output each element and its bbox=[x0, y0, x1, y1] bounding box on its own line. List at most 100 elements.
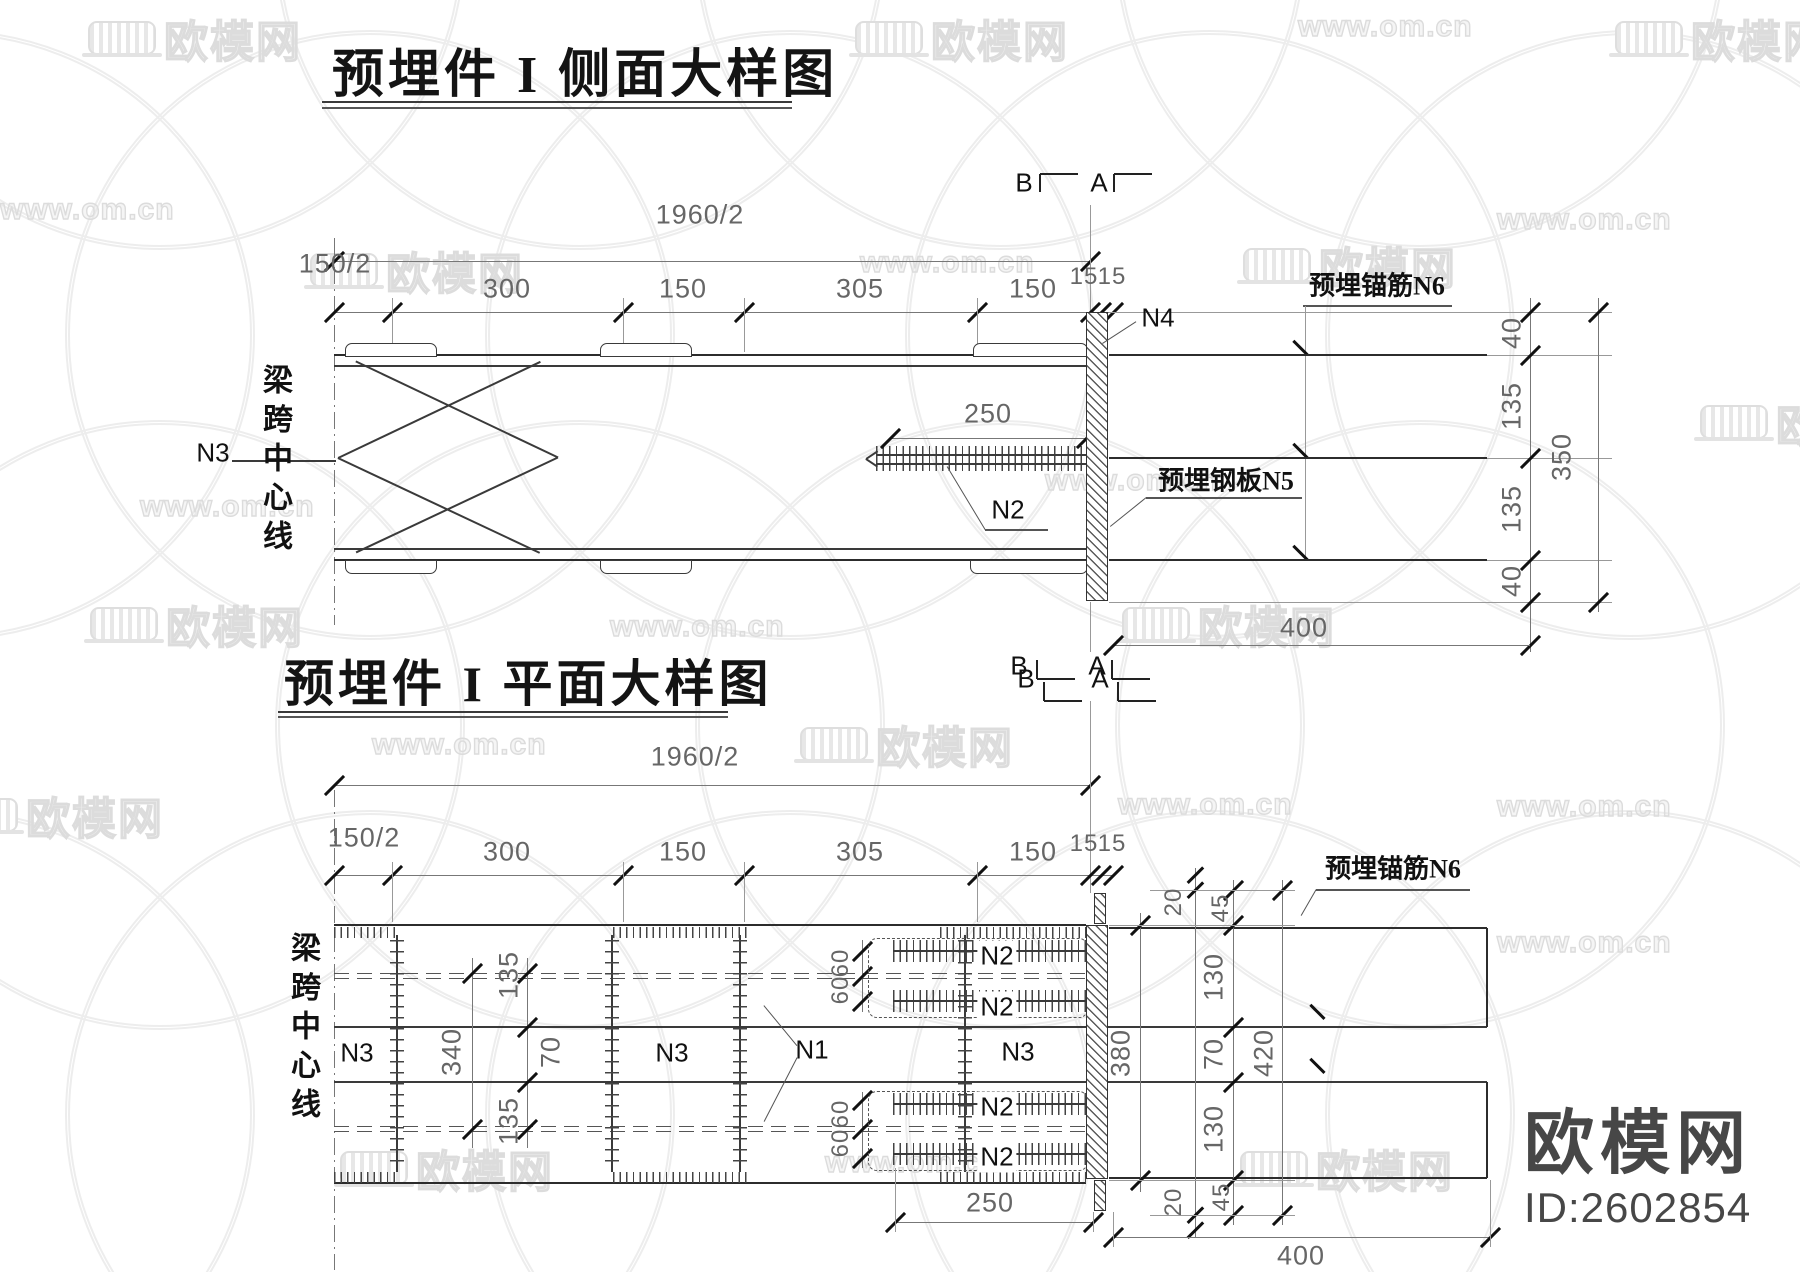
dim-45-bottom: 45 bbox=[1208, 1182, 1235, 1212]
sofa-icon bbox=[1243, 248, 1311, 282]
line bbox=[1112, 678, 1150, 680]
dim-60-a: 60 bbox=[827, 948, 854, 978]
line bbox=[391, 298, 393, 352]
line bbox=[1109, 354, 1487, 356]
section-label-a-top: A bbox=[1090, 167, 1108, 198]
line bbox=[743, 862, 745, 922]
label-n2-3: N2 bbox=[977, 1091, 1017, 1123]
line bbox=[1150, 889, 1295, 891]
dim-tick bbox=[1309, 1058, 1325, 1074]
line bbox=[334, 354, 1086, 356]
line bbox=[1039, 174, 1041, 192]
dim-15-b: 15 bbox=[1097, 263, 1127, 290]
watermark-brand-text: 欧模网 bbox=[165, 603, 304, 653]
line bbox=[743, 298, 745, 352]
dim-20-bottom: 20 bbox=[1160, 1187, 1187, 1217]
line bbox=[334, 1182, 1086, 1184]
line bbox=[1109, 497, 1147, 528]
watermark-brand: 欧模网 bbox=[1615, 6, 1800, 70]
line bbox=[876, 454, 1086, 456]
steel-plate-hatch bbox=[1086, 925, 1108, 1179]
watermark-brand-text: 欧模网 bbox=[930, 17, 1069, 67]
watermark-url: www.om.cn bbox=[0, 192, 175, 227]
line bbox=[278, 716, 728, 718]
watermark-brand-text: 欧模网 bbox=[1318, 244, 1457, 294]
line bbox=[1486, 928, 1488, 1027]
sofa-icon bbox=[1700, 405, 1768, 439]
line bbox=[278, 711, 728, 713]
watermark-brand: 欧模网 bbox=[88, 6, 302, 70]
line bbox=[1139, 913, 1141, 1192]
sofa-icon bbox=[0, 798, 18, 832]
line bbox=[334, 311, 1113, 313]
dim-150-a: 150 bbox=[658, 836, 708, 867]
stiffener-tab bbox=[600, 560, 692, 574]
watermark-url: www.om.cn bbox=[1496, 202, 1672, 237]
section-label-b-top: B bbox=[1015, 167, 1033, 198]
watermark-brand-text: 欧模网 bbox=[385, 249, 524, 299]
dim-15-a: 15 bbox=[1069, 830, 1099, 857]
line bbox=[337, 361, 541, 459]
dashed-line bbox=[334, 1126, 1086, 1128]
dim-150-b: 150 bbox=[1008, 273, 1058, 304]
watermark-url-text: www.om.cn bbox=[859, 245, 1035, 279]
line bbox=[622, 862, 624, 922]
dim-300: 300 bbox=[482, 273, 532, 304]
rebar-ribs bbox=[613, 1172, 751, 1183]
line bbox=[526, 958, 528, 1148]
stiffener-tab bbox=[970, 560, 1088, 574]
watermark-url: www.om.cn bbox=[1496, 925, 1672, 960]
line bbox=[1529, 298, 1531, 652]
dim-305: 305 bbox=[835, 273, 885, 304]
plan-view-title: 预埋件 I 平面大样图 bbox=[284, 656, 773, 712]
dim-250: 250 bbox=[965, 1187, 1015, 1218]
line bbox=[1300, 889, 1317, 917]
dim-60-d: 60 bbox=[827, 1128, 854, 1158]
stiffener-tab bbox=[345, 343, 437, 357]
dim-305: 305 bbox=[835, 836, 885, 867]
line bbox=[355, 457, 559, 554]
line bbox=[334, 365, 1086, 367]
beam-span-centerline-label-side: 梁跨中心线 bbox=[258, 364, 291, 559]
line bbox=[895, 1221, 1093, 1223]
line bbox=[1113, 644, 1530, 646]
line bbox=[1109, 1179, 1295, 1181]
line bbox=[334, 548, 1086, 550]
watermark-brand: 欧模网 bbox=[855, 6, 1069, 70]
line bbox=[1281, 880, 1283, 1225]
line bbox=[1487, 457, 1612, 459]
line bbox=[391, 862, 393, 922]
line bbox=[334, 784, 1090, 786]
watermark-url-text: www.om.cn bbox=[0, 192, 175, 226]
dim-70-left: 70 bbox=[535, 1035, 566, 1069]
label-n6: 预埋锚筋N6 bbox=[1325, 854, 1461, 884]
watermark-brand: 欧模网 bbox=[0, 783, 164, 847]
watermark-url-text: www.om.cn bbox=[1117, 787, 1293, 821]
dim-1960-2: 1960/2 bbox=[650, 741, 740, 772]
line bbox=[1597, 298, 1599, 612]
line bbox=[876, 463, 1086, 465]
dim-150-b: 150 bbox=[1008, 836, 1058, 867]
dim-40-top: 40 bbox=[1496, 316, 1527, 350]
line bbox=[471, 958, 473, 1148]
line bbox=[1316, 889, 1470, 891]
line bbox=[334, 1026, 1487, 1028]
line bbox=[1040, 173, 1078, 175]
dim-150-a: 150 bbox=[658, 273, 708, 304]
label-n6: 预埋锚筋N6 bbox=[1309, 271, 1445, 301]
line bbox=[1089, 205, 1091, 312]
line bbox=[976, 298, 978, 352]
section-label-a: A bbox=[1091, 663, 1109, 694]
sofa-icon bbox=[88, 21, 156, 55]
line bbox=[1146, 497, 1302, 499]
dim-135-bottom: 135 bbox=[1496, 484, 1527, 534]
line bbox=[322, 101, 792, 103]
label-n2: N2 bbox=[991, 494, 1025, 525]
watermark-url: www.om.cn bbox=[139, 489, 315, 524]
side-view-title: 预埋件 I 侧面大样图 bbox=[332, 47, 839, 104]
sofa-icon bbox=[1122, 607, 1190, 641]
line bbox=[334, 924, 1086, 926]
line bbox=[1487, 559, 1612, 561]
line bbox=[1232, 880, 1234, 1225]
